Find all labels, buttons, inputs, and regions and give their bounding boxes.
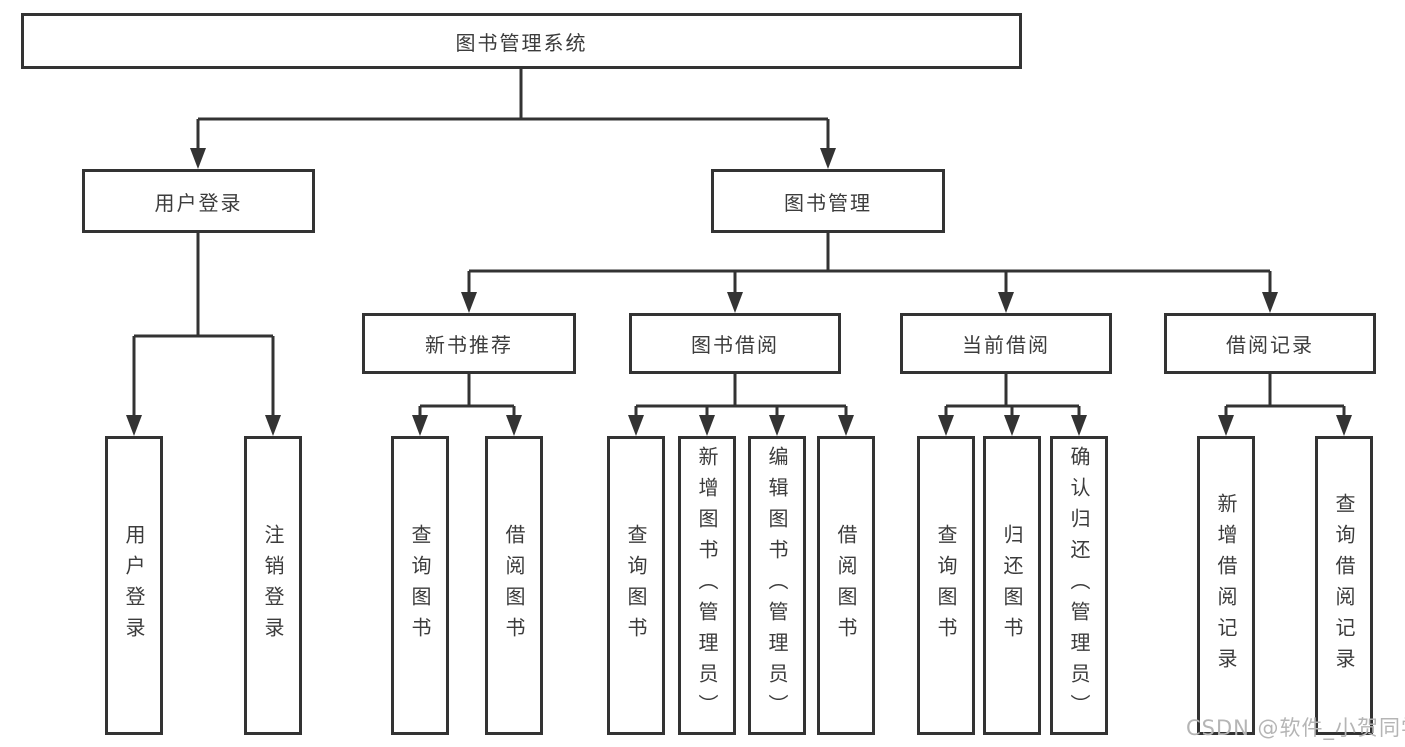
leaf-borrow-books: 借阅图书 bbox=[817, 436, 875, 735]
node-label: 借阅图书 bbox=[834, 523, 858, 648]
node-borrow-records: 借阅记录 bbox=[1164, 313, 1376, 374]
node-label: 归还图书 bbox=[1000, 523, 1024, 648]
node-label: 确认归还（管理员） bbox=[1067, 446, 1091, 725]
node-label: 当前借阅 bbox=[962, 333, 1050, 357]
leaf-query-borrow-record: 查询借阅记录 bbox=[1315, 436, 1373, 735]
node-label: 查询图书 bbox=[934, 523, 958, 648]
node-label: 图书管理系统 bbox=[455, 30, 588, 55]
leaf-query-books-borrow: 查询图书 bbox=[607, 436, 665, 735]
node-root: 图书管理系统 bbox=[21, 13, 1022, 69]
node-label: 查询借阅记录 bbox=[1332, 492, 1356, 679]
node-label: 新增借阅记录 bbox=[1214, 492, 1238, 679]
leaf-logout: 注销登录 bbox=[244, 436, 302, 735]
node-label: 借阅图书 bbox=[502, 523, 526, 648]
node-book-management: 图书管理 bbox=[711, 169, 945, 233]
node-label: 注销登录 bbox=[261, 523, 285, 648]
leaf-query-books-current: 查询图书 bbox=[917, 436, 975, 735]
node-current-borrow: 当前借阅 bbox=[900, 313, 1112, 374]
watermark: CSDN @软件_小贺同学 bbox=[1186, 716, 1405, 740]
node-label: 图书借阅 bbox=[691, 333, 779, 357]
leaf-edit-book-admin: 编辑图书（管理员） bbox=[748, 436, 806, 735]
leaf-query-books-recommend: 查询图书 bbox=[391, 436, 449, 735]
node-label: 图书管理 bbox=[784, 190, 872, 215]
node-user-login: 用户登录 bbox=[82, 169, 315, 233]
node-book-borrow: 图书借阅 bbox=[629, 313, 841, 374]
leaf-return-books: 归还图书 bbox=[983, 436, 1041, 735]
node-label: 借阅记录 bbox=[1226, 333, 1314, 357]
node-label: 查询图书 bbox=[408, 523, 432, 648]
leaf-user-login: 用户登录 bbox=[105, 436, 163, 735]
leaf-add-borrow-record: 新增借阅记录 bbox=[1197, 436, 1255, 735]
leaf-add-book-admin: 新增图书（管理员） bbox=[678, 436, 736, 735]
node-label: 查询图书 bbox=[624, 523, 648, 648]
node-label: 用户登录 bbox=[122, 523, 146, 648]
node-label: 新增图书（管理员） bbox=[695, 446, 719, 725]
leaf-borrow-books-recommend: 借阅图书 bbox=[485, 436, 543, 735]
leaf-confirm-return-admin: 确认归还（管理员） bbox=[1050, 436, 1108, 735]
node-label: 新书推荐 bbox=[425, 333, 513, 357]
node-new-book-recommend: 新书推荐 bbox=[362, 313, 576, 374]
node-label: 用户登录 bbox=[154, 190, 243, 215]
node-label: 编辑图书（管理员） bbox=[765, 446, 789, 725]
